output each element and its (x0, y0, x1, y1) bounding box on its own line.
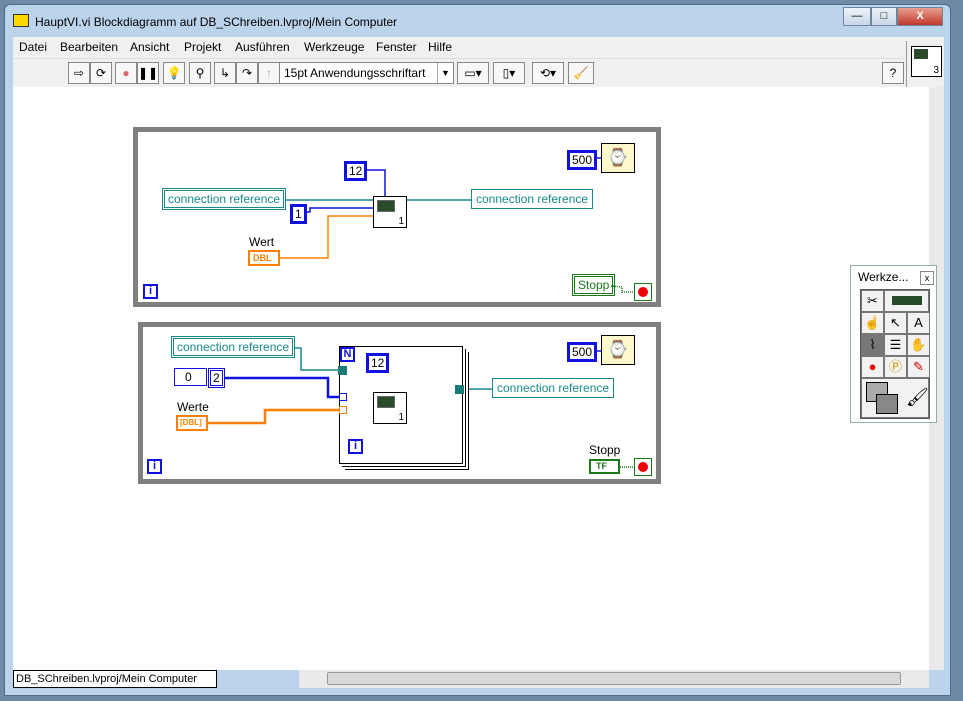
reorder-icon[interactable]: ⟲▾ (532, 62, 564, 84)
subvi-number: 1 (398, 412, 404, 423)
wire-array (224, 376, 339, 399)
text-tool-icon[interactable]: A (907, 312, 930, 334)
clean-up-diagram-icon[interactable]: 🧹 (568, 62, 594, 84)
stopp-label: Stopp (589, 443, 621, 457)
connector-number: 3 (933, 65, 939, 76)
probe-tool-icon[interactable]: Ⓟ (884, 356, 907, 378)
menu-werkzeuge[interactable]: Werkzeuge (304, 40, 365, 54)
constant-500[interactable]: 500 (567, 150, 598, 170)
horizontal-scrollbar[interactable] (299, 670, 929, 688)
array-constant-2[interactable]: 2 (208, 368, 225, 388)
wert-label: Wert (249, 235, 275, 249)
toolbar: ⇨ ⟳ ● ❚❚ 💡 ⚲ ↳ ↷ ↑ 15pt Anwendungsschrif… (13, 59, 906, 87)
breakpoint-tool-icon[interactable]: ● (861, 356, 884, 378)
get-color-tool-icon[interactable]: ✎ (907, 356, 930, 378)
palette-close-button[interactable]: x (920, 271, 934, 285)
wire-cref-2 (293, 347, 339, 371)
connection-reference-indicator[interactable]: connection reference (471, 189, 594, 209)
menu-ausfuehren[interactable]: Ausführen (235, 40, 290, 54)
for-loop-count-terminal: N (340, 347, 355, 362)
loop-condition-stop-icon[interactable] (634, 283, 652, 301)
tools-palette: Werkze... x ✂ ☝ ↖ A ⌇ ☰ ✋ ● Ⓟ ✎ 🖌 (850, 265, 937, 423)
block-diagram-window: HauptVI.vi Blockdiagramm auf DB_SChreibe… (4, 4, 951, 696)
constant-500[interactable]: 500 (567, 342, 598, 362)
highlight-execution-icon[interactable]: 💡 (163, 62, 185, 84)
operate-tool-icon[interactable]: ☝ (861, 312, 884, 334)
close-button[interactable]: X (897, 7, 943, 26)
diagram-canvas[interactable] (13, 87, 929, 670)
subvi-write-node[interactable]: 1 (373, 392, 407, 424)
context-status: DB_SChreiben.lvproj/Mein Computer (13, 670, 217, 688)
wiring-tool-icon[interactable]: ⌇ (861, 334, 884, 356)
wert-control[interactable]: DBL (248, 250, 280, 266)
iteration-terminal: i (143, 284, 158, 299)
menu-datei[interactable]: Datei (19, 40, 48, 54)
menu-ansicht[interactable]: Ansicht (130, 40, 170, 54)
loop-condition-stop-icon[interactable] (634, 458, 652, 476)
connection-reference-indicator[interactable]: connection reference (492, 378, 615, 398)
wire-werte (207, 408, 339, 425)
labview-vi-icon (13, 14, 29, 27)
wire-wert (280, 215, 374, 259)
autoindex-tunnel-dbl (339, 406, 347, 414)
for-loop-iteration-terminal: i (348, 439, 363, 454)
window-title: HauptVI.vi Blockdiagramm auf DB_SChreibe… (35, 15, 398, 29)
vi-connector-icon[interactable]: 3 (911, 46, 942, 77)
wait-ms-icon[interactable]: ⌚ (601, 335, 635, 365)
werte-array-control[interactable]: [DBL] (176, 415, 208, 431)
connection-reference-control[interactable]: connection reference (162, 188, 287, 210)
vi-icon-pane: 3 (906, 41, 944, 87)
shortcut-menu-tool-icon[interactable]: ☰ (884, 334, 907, 356)
font-select[interactable]: 15pt Anwendungsschriftart ▼ (279, 62, 454, 84)
while-loop-2[interactable] (138, 322, 661, 484)
stopp-boolean-control[interactable]: TF (589, 459, 620, 474)
retain-wire-values-icon[interactable]: ⚲ (189, 62, 211, 84)
chevron-down-icon: ▼ (437, 63, 453, 83)
werte-label: Werte (177, 400, 209, 414)
abort-icon[interactable]: ● (115, 62, 137, 84)
menu-bearbeiten[interactable]: Bearbeiten (60, 40, 119, 54)
set-color-tool-icon[interactable]: 🖌 (861, 378, 929, 418)
help-button[interactable]: ? (882, 62, 904, 84)
scroll-tool-icon[interactable]: ✋ (907, 334, 930, 356)
minimize-button[interactable]: — (843, 7, 871, 26)
connection-reference-control[interactable]: connection reference (171, 336, 296, 358)
tool-selection-led-icon[interactable] (884, 290, 929, 312)
stopp-button-control[interactable]: Stopp (572, 274, 616, 296)
run-arrow-icon[interactable]: ⇨ (68, 62, 90, 84)
menu-projekt[interactable]: Projekt (184, 40, 222, 54)
wire-stop-1 (610, 285, 635, 293)
iteration-terminal: i (147, 459, 162, 474)
constant-12[interactable]: 12 (344, 161, 368, 181)
shift-tunnel-in (338, 366, 347, 375)
distribute-objects-icon[interactable]: ▯▾ (493, 62, 525, 84)
wire-12-1 (362, 169, 386, 197)
run-continuously-icon[interactable]: ⟳ (90, 62, 112, 84)
menu-hilfe[interactable]: Hilfe (428, 40, 453, 54)
palette-title: Werkze... (858, 270, 909, 284)
menu-bar: Datei Bearbeiten Ansicht Projekt Ausführ… (13, 37, 944, 59)
position-tool-icon[interactable]: ↖ (884, 312, 907, 334)
wire-1-1 (304, 207, 374, 213)
constant-1[interactable]: 1 (290, 204, 307, 224)
constant-12[interactable]: 12 (366, 353, 390, 373)
while-loop-1[interactable] (133, 127, 661, 307)
menu-fenster[interactable]: Fenster (376, 40, 417, 54)
font-select-value: 15pt Anwendungsschriftart (284, 66, 426, 80)
pause-icon[interactable]: ❚❚ (137, 62, 159, 84)
step-into-icon[interactable]: ↳ (214, 62, 236, 84)
subvi-number: 1 (398, 216, 404, 227)
wait-ms-icon[interactable]: ⌚ (601, 143, 635, 173)
step-over-icon[interactable]: ↷ (236, 62, 258, 84)
automatic-tool-icon[interactable]: ✂ (861, 290, 884, 312)
autoindex-tunnel-int (339, 393, 347, 401)
array-index[interactable]: 0 (174, 368, 207, 386)
align-objects-icon[interactable]: ▭▾ (457, 62, 489, 84)
maximize-button[interactable]: □ (871, 7, 897, 26)
subvi-write-node[interactable]: 1 (373, 196, 407, 228)
tunnel-out (455, 385, 464, 394)
